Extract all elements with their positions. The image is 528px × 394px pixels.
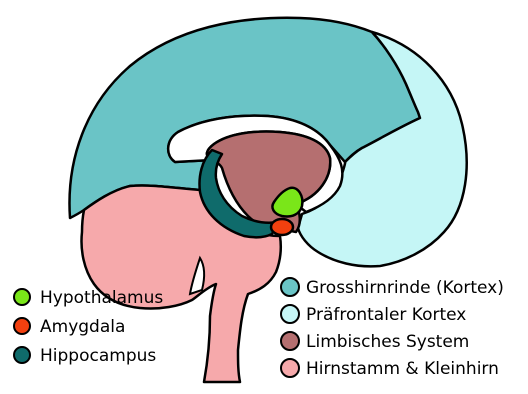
legend-label: Hirnstamm & Kleinhirn: [306, 359, 499, 379]
legend-item-brainstem: Hirnstamm & Kleinhirn: [281, 359, 499, 379]
legend-label: Präfrontaler Kortex: [306, 305, 466, 325]
legend-label: Hippocampus: [40, 346, 156, 366]
legend-label: Limbisches System: [306, 332, 469, 352]
legend-swatch: [14, 318, 30, 334]
legend-right: Grosshirnrinde (Kortex) Präfrontaler Kor…: [281, 278, 504, 379]
legend-swatch: [281, 332, 299, 350]
legend-item-hippocampus: Hippocampus: [14, 346, 156, 366]
legend-item-cortex: Grosshirnrinde (Kortex): [281, 278, 504, 298]
legend-item-prefrontal: Präfrontaler Kortex: [281, 305, 466, 325]
legend-item-limbic: Limbisches System: [281, 332, 469, 352]
legend-label: Hypothalamus: [40, 288, 163, 308]
legend-swatch: [14, 347, 30, 363]
legend-swatch: [281, 305, 299, 323]
legend-item-hypothalamus: Hypothalamus: [14, 288, 163, 308]
legend-swatch: [281, 359, 299, 377]
legend-left: Hypothalamus Amygdala Hippocampus: [14, 288, 163, 366]
legend-label: Amygdala: [40, 317, 125, 337]
legend-swatch: [14, 289, 30, 305]
legend-item-amygdala: Amygdala: [14, 317, 125, 337]
legend-swatch: [281, 278, 299, 296]
legend-label: Grosshirnrinde (Kortex): [306, 278, 504, 298]
region-amygdala: [271, 219, 293, 235]
